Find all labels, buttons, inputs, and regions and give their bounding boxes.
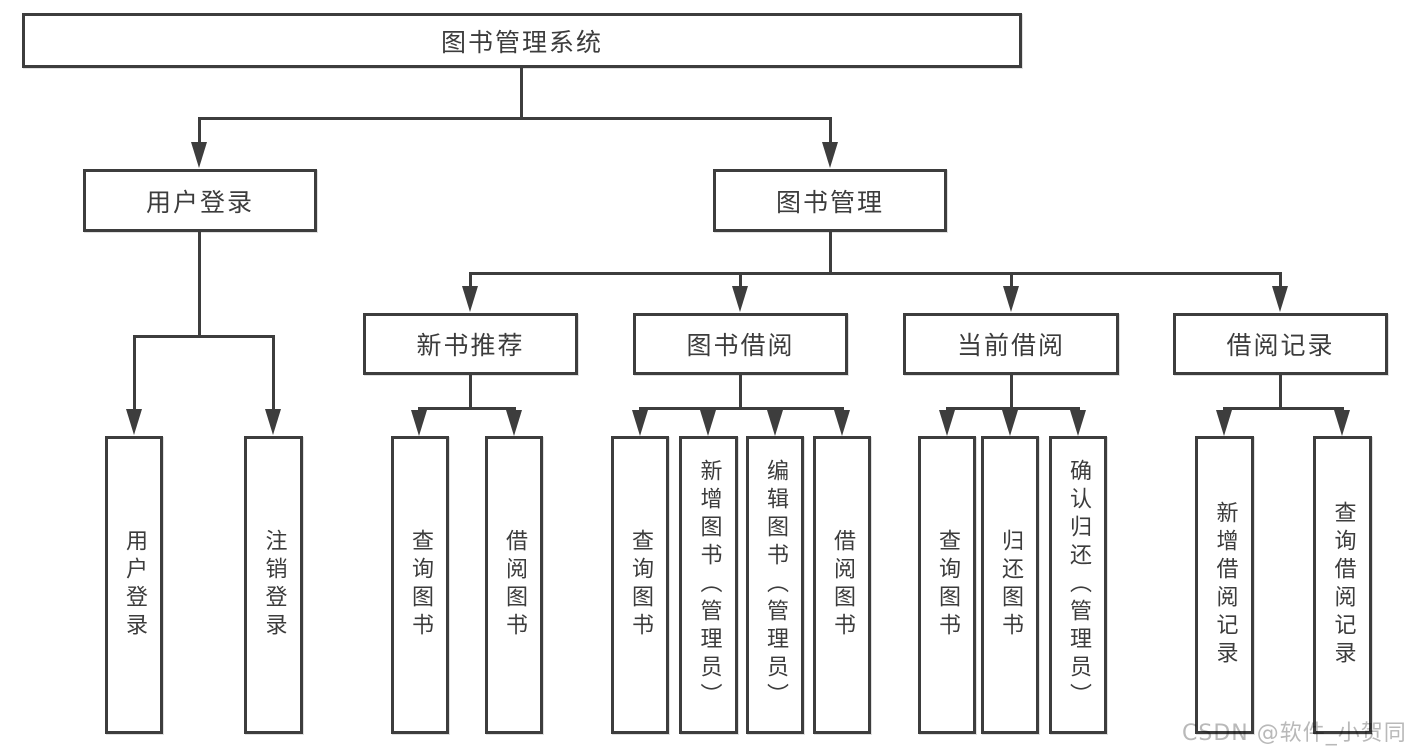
connector-bar xyxy=(197,117,832,120)
node-label: 新增借阅记录 xyxy=(1212,501,1238,669)
node-library-system: 图书管理系统 xyxy=(22,13,1022,68)
node-query-borrow-record: 查询借阅记录 xyxy=(1313,436,1372,734)
connector-stem xyxy=(197,232,201,335)
arrow-down-icon xyxy=(126,409,142,435)
node-edit-books-admin: 编辑图书（管理员） xyxy=(746,436,804,734)
node-label: 新增图书（管理员） xyxy=(696,459,722,711)
arrow-down-icon xyxy=(506,410,522,436)
node-label: 编辑图书（管理员） xyxy=(763,459,788,711)
arrow-down-icon xyxy=(834,410,850,436)
arrow-down-icon xyxy=(1216,410,1232,436)
connector-bar xyxy=(638,407,844,410)
arrow-down-icon xyxy=(1003,286,1019,312)
connector-stem xyxy=(132,338,136,411)
csdn-watermark: CSDN @软件_小贺同学 xyxy=(1182,721,1405,746)
connector-stem xyxy=(519,68,523,118)
node-borrow-books-recommend: 借阅图书 xyxy=(485,436,543,734)
connector-bar xyxy=(417,407,516,410)
connector-bar xyxy=(1222,407,1344,410)
node-label: 当前借阅 xyxy=(956,331,1065,360)
node-label: 借阅图书 xyxy=(502,529,527,641)
node-confirm-return-admin: 确认归还（管理员） xyxy=(1049,436,1107,734)
connector-bar xyxy=(468,272,1282,275)
connector-stem xyxy=(1278,275,1282,288)
node-user-login-module: 用户登录 xyxy=(83,169,317,232)
arrow-down-icon xyxy=(265,409,281,435)
node-label: 确认归还（管理员） xyxy=(1066,459,1091,711)
arrow-down-icon xyxy=(767,410,783,436)
node-user-login: 用户登录 xyxy=(105,436,163,734)
node-label: 借阅图书 xyxy=(830,529,855,641)
node-label: 借阅记录 xyxy=(1226,331,1335,360)
connector-stem xyxy=(828,120,832,144)
node-borrowing-records: 借阅记录 xyxy=(1173,313,1388,375)
connector-stem xyxy=(738,275,742,288)
connector-bar xyxy=(945,407,1080,410)
node-book-management: 图书管理 xyxy=(713,169,947,232)
connector-stem xyxy=(197,120,201,144)
arrow-down-icon xyxy=(1334,410,1350,436)
arrow-down-icon xyxy=(1002,410,1018,436)
connector-stem xyxy=(1009,375,1013,407)
node-label: 用户登录 xyxy=(122,529,147,641)
connector-stem xyxy=(1009,275,1013,288)
arrow-down-icon xyxy=(732,286,748,312)
arrow-down-icon xyxy=(822,142,838,168)
node-current-borrowing: 当前借阅 xyxy=(903,313,1119,375)
connector-stem xyxy=(468,275,472,288)
node-label: 查询图书 xyxy=(408,529,433,641)
node-query-books-recommend: 查询图书 xyxy=(391,436,449,734)
node-label: 新书推荐 xyxy=(416,331,525,360)
arrow-down-icon xyxy=(1272,286,1288,312)
node-label: 用户登录 xyxy=(145,187,254,217)
connector-stem xyxy=(468,375,472,407)
node-borrow-books-borrowing: 借阅图书 xyxy=(813,436,871,734)
connector-stem xyxy=(828,232,832,272)
node-label: 图书管理 xyxy=(775,187,884,217)
node-new-book-recommend: 新书推荐 xyxy=(363,313,578,375)
arrow-down-icon xyxy=(411,410,427,436)
node-add-borrow-record: 新增借阅记录 xyxy=(1195,436,1254,734)
node-label: 注销登录 xyxy=(261,529,287,641)
node-query-books-current: 查询图书 xyxy=(918,436,976,734)
arrow-down-icon xyxy=(700,410,716,436)
connector-stem xyxy=(1278,375,1282,407)
connector-stem xyxy=(271,338,275,411)
node-label: 图书管理系统 xyxy=(440,27,603,57)
node-label: 查询图书 xyxy=(628,529,653,641)
node-logout: 注销登录 xyxy=(244,436,303,734)
arrow-down-icon xyxy=(1070,410,1086,436)
connector-bar xyxy=(132,335,275,338)
arrow-down-icon xyxy=(632,410,648,436)
node-return-books: 归还图书 xyxy=(981,436,1039,734)
node-query-books-borrowing: 查询图书 xyxy=(611,436,669,734)
node-label: 查询图书 xyxy=(935,529,960,641)
connector-stem xyxy=(738,375,742,407)
node-label: 查询借阅记录 xyxy=(1330,501,1356,669)
node-label: 图书借阅 xyxy=(686,331,795,360)
arrow-down-icon xyxy=(939,410,955,436)
arrow-down-icon xyxy=(462,286,478,312)
node-label: 归还图书 xyxy=(998,529,1023,641)
node-book-borrowing: 图书借阅 xyxy=(633,313,848,375)
arrow-down-icon xyxy=(191,142,207,168)
node-add-books-admin: 新增图书（管理员） xyxy=(679,436,738,734)
